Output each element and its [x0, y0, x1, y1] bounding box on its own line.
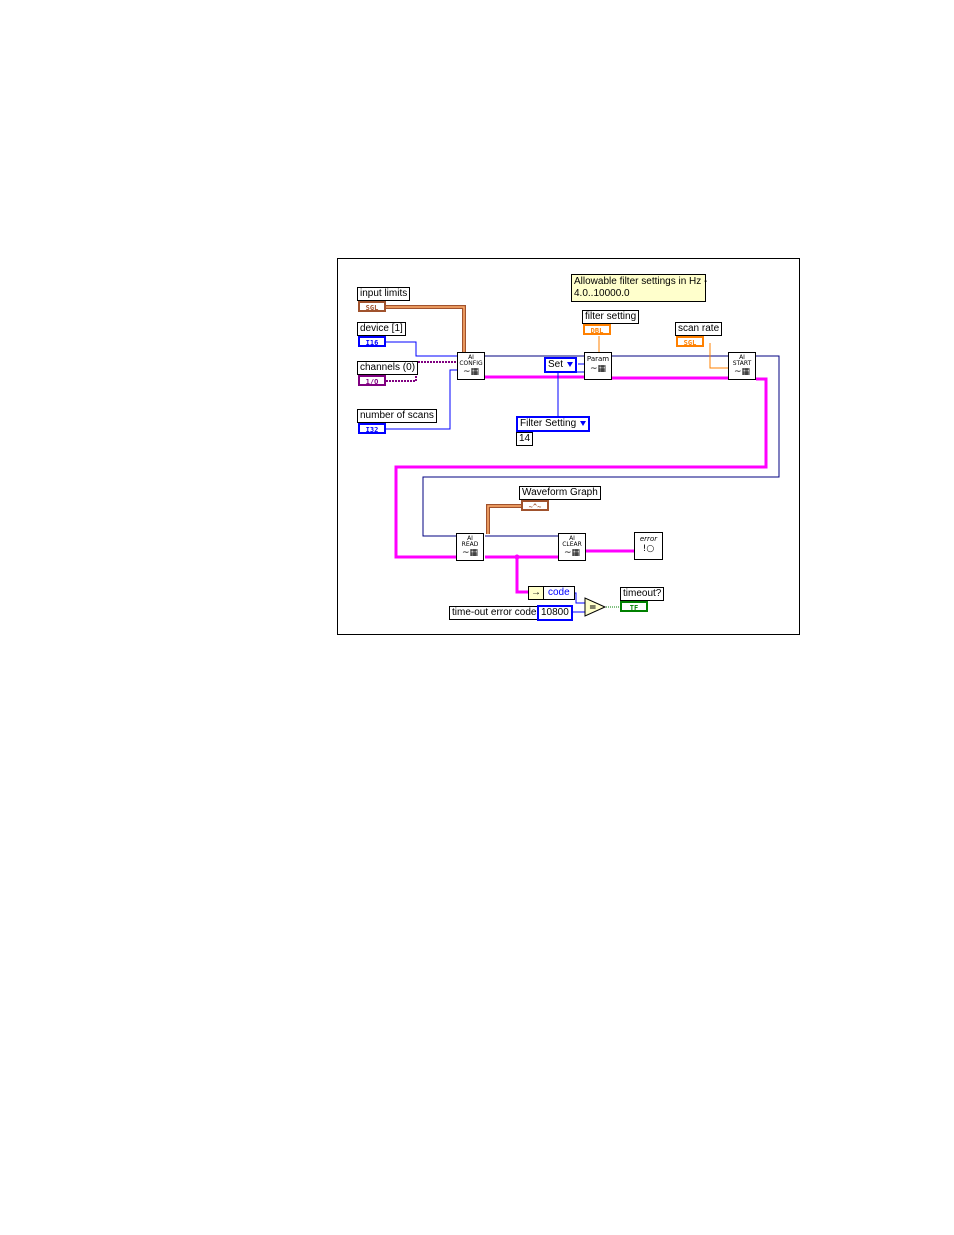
channels-label: channels (0) [357, 361, 419, 375]
waveform-wire [486, 504, 521, 534]
error-dialog-icon: !○ [642, 544, 655, 554]
error-unbundle-wire [515, 557, 528, 594]
channels-type: 1/O [365, 378, 379, 386]
ai-clear-vi[interactable]: AI CLEAR ~▦ [558, 533, 586, 561]
filter-ring-number: 14 [516, 432, 534, 446]
input-limits-type: SGL [365, 304, 379, 312]
scan-rate-wire [709, 343, 728, 369]
ai-read-vi[interactable]: AI READ ~▦ [456, 533, 484, 561]
ai-start-prefix: AI [739, 354, 745, 361]
svg-text:=: = [589, 603, 597, 613]
timeout-error-code-label: time-out error code [449, 606, 540, 620]
scans-wire [386, 369, 457, 430]
ai-config-vi[interactable]: AI CONFIG ~▦ [457, 352, 485, 380]
device-type: I16 [365, 339, 379, 347]
filter-ring-value-label: Filter Setting [520, 418, 577, 429]
ai-start-title: START [732, 360, 752, 367]
scan-rate-terminal[interactable]: SGL [676, 336, 704, 347]
scan-rate-type: SGL [683, 339, 697, 347]
waveform-graph-label: Waveform Graph [519, 486, 601, 500]
daq-icon: ~▦ [589, 364, 607, 374]
daq-icon: ~▦ [733, 367, 751, 377]
filter-note: Allowable filter settings in Hz - 4.0..1… [571, 274, 708, 302]
unbundle-arrow-icon: → [531, 587, 541, 598]
taskid-wire-3 [422, 355, 780, 537]
equal-compare-node [584, 597, 607, 617]
number-of-scans-type: I32 [365, 426, 379, 434]
ai-config-title: CONFIG [459, 360, 483, 367]
channels-terminal[interactable]: 1/O [358, 375, 386, 386]
input-limits-wire-core [386, 306, 465, 352]
waveform-wire-core [487, 505, 521, 534]
timeout-terminal[interactable]: TF [620, 601, 648, 612]
filter-setting-ring[interactable]: Filter Setting [516, 416, 591, 432]
dropdown-arrow-icon [580, 420, 587, 426]
daq-icon: ~▦ [563, 548, 581, 558]
device-label: device [1] [357, 322, 406, 336]
code-field: code [543, 587, 574, 599]
dropdown-arrow-icon [567, 361, 574, 367]
daq-icon: ~▦ [461, 548, 479, 558]
daq-icon: ~▦ [462, 367, 480, 377]
error-wire-3 [394, 377, 768, 559]
error-junction [514, 554, 520, 560]
device-wire [386, 341, 457, 357]
filter-setting-type: DBL [590, 327, 604, 335]
waveform-graph-terminal[interactable]: ~^~ [521, 500, 549, 511]
filter-setting-label: filter setting [582, 310, 640, 324]
filter-ring-wire [557, 371, 584, 417]
ai-clear-title: CLEAR [562, 541, 582, 548]
error-handler-vi[interactable]: error !○ [634, 532, 663, 560]
code-unbundle[interactable]: →code [528, 586, 575, 600]
input-limits-terminal[interactable]: SGL [358, 301, 386, 312]
timeout-type: TF [629, 604, 639, 612]
ai-param-vi[interactable]: Param ~▦ [584, 352, 612, 380]
ai-config-prefix: AI [468, 354, 474, 361]
filter-note-line2: 4.0..10000.0 [574, 288, 630, 299]
filter-setting-terminal[interactable]: DBL [583, 324, 611, 335]
error-code-constant[interactable]: 10800 [537, 605, 573, 621]
set-constant[interactable]: Set [544, 357, 578, 373]
ai-start-vi[interactable]: AI START ~▦ [728, 352, 756, 380]
filter-note-line1: Allowable filter settings in Hz - [574, 276, 708, 287]
number-of-scans-terminal[interactable]: I32 [358, 423, 386, 434]
input-limits-label: input limits [357, 287, 411, 301]
ai-read-title: READ [461, 541, 479, 548]
scan-rate-label: scan rate [675, 322, 723, 336]
number-of-scans-label: number of scans [357, 409, 437, 423]
waveform-icon: ~^~ [528, 503, 542, 511]
device-terminal[interactable]: I16 [358, 336, 386, 347]
diagram-frame [337, 258, 800, 635]
timeout-label: timeout? [620, 587, 665, 601]
set-value: Set [548, 359, 564, 370]
ai-clear-prefix: AI [569, 535, 575, 542]
ai-read-prefix: AI [467, 535, 473, 542]
ai-param-title: Param [586, 355, 610, 363]
error-handler-title: error [639, 535, 658, 543]
